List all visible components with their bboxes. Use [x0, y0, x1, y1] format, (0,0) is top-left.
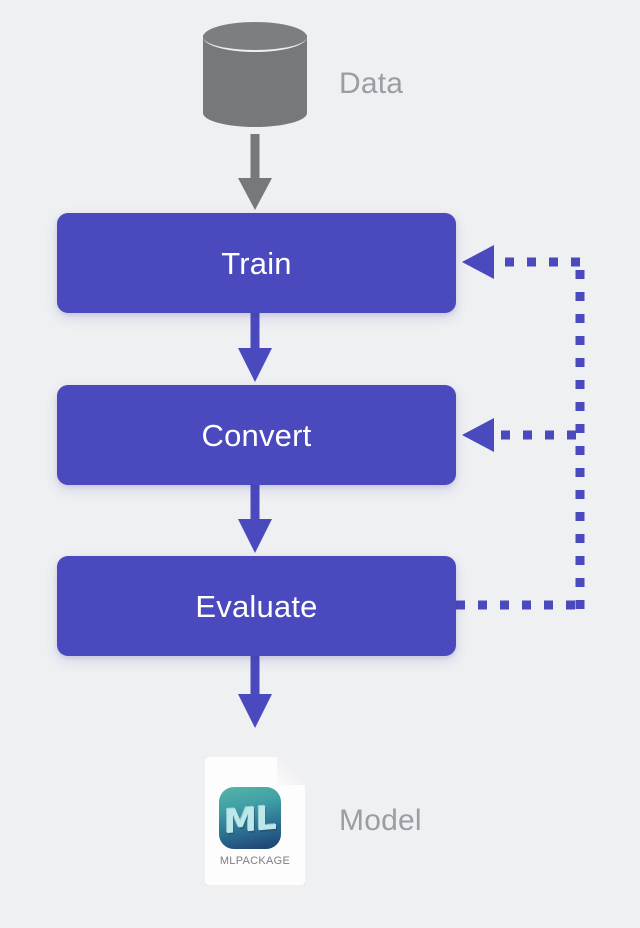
connector-convert-to-evaluate [238, 485, 272, 553]
connector-evaluate-to-model [238, 655, 272, 728]
stage-label-train: Train [221, 245, 292, 281]
stage-label-convert: Convert [201, 417, 312, 453]
stage-box-convert[interactable]: Convert [57, 385, 456, 485]
document-fold-corner [277, 757, 305, 785]
stage-box-train[interactable]: Train [57, 213, 456, 313]
model-label: Model [339, 804, 422, 837]
file-type-label: MLPACKAGE [219, 855, 291, 867]
connector-evaluate-feedback-trunk [456, 258, 585, 610]
ml-badge-text: ML [224, 797, 276, 841]
connector-feedback-to-convert [462, 418, 576, 452]
connector-feedback-to-train [462, 245, 580, 279]
connector-train-to-convert [238, 312, 272, 382]
stage-box-evaluate[interactable]: Evaluate [57, 556, 456, 656]
connector-data-to-train [238, 134, 272, 210]
data-label: Data [339, 67, 404, 100]
ml-badge-icon: ML [219, 787, 281, 849]
mlpackage-document-icon[interactable]: ML MLPACKAGE [205, 757, 305, 885]
stage-label-evaluate: Evaluate [195, 588, 318, 624]
database-cylinder-icon [203, 22, 307, 140]
cylinder-top-ellipse [203, 22, 307, 52]
